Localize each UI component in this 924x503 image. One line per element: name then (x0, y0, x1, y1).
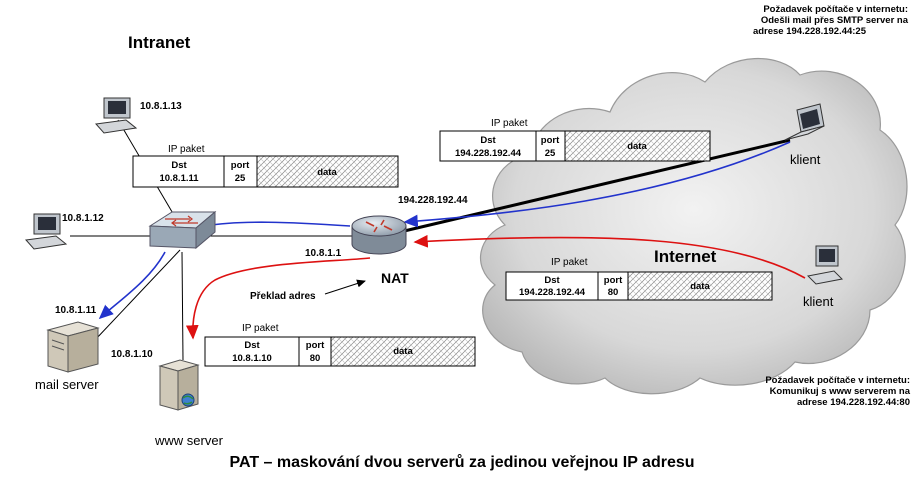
pc-icon-13 (95, 97, 138, 134)
nat-router-icon (351, 215, 407, 255)
packet-data-label: data (393, 346, 413, 357)
packet-outer-mail: IP paket Dst 194.228.192.44 port 25 data (439, 118, 711, 162)
client-desktop-label: klient (803, 294, 834, 309)
packet-port-value: 80 (310, 353, 321, 364)
mail-flow-arrow-in (403, 141, 791, 228)
packet-caption: IP paket (551, 257, 588, 268)
packet-outer-www: IP paket Dst 194.228.192.44 port 80 data (505, 257, 773, 301)
packet-data-label: data (690, 281, 710, 292)
packet-caption: IP paket (491, 118, 528, 129)
packet-dst-header: Dst (244, 340, 260, 351)
www-server-ip: 10.8.1.10 (111, 349, 153, 360)
packet-data-label: data (627, 141, 647, 152)
packet-port-header: port (231, 160, 250, 171)
packet-port-value: 80 (608, 287, 619, 298)
packet-port-header: port (604, 275, 623, 286)
internet-label: Internet (654, 247, 717, 266)
svg-text:Požadavek počítače v internetu: Požadavek počítače v internetu: (765, 375, 910, 386)
packet-inner-www: IP paket Dst 10.8.1.10 port 80 data (204, 323, 476, 367)
svg-text:adrese 194.228.192.44:25: adrese 194.228.192.44:25 (753, 26, 867, 37)
pc-12-ip: 10.8.1.12 (62, 213, 104, 224)
mail-server-ip: 10.8.1.11 (55, 305, 97, 316)
www-request-note: Požadavek počítače v internetu: Komuniku… (765, 375, 910, 408)
nat-label: NAT (381, 270, 409, 286)
packet-dst-value: 10.8.1.10 (232, 353, 272, 364)
translation-label: Překlad adres (250, 291, 316, 302)
packet-port-value: 25 (235, 173, 246, 184)
smtp-request-note: Požadavek počítače v internetu: Odešli m… (753, 4, 909, 37)
laptop-client-icon (784, 103, 825, 141)
packet-data-label: data (317, 167, 337, 178)
internet-cloud (479, 57, 908, 395)
mail-flow-arrow-switch (204, 221, 351, 227)
pc-icon-12 (25, 213, 68, 250)
svg-text:Komunikuj s www serverem na: Komunikuj s www serverem na (770, 386, 911, 397)
packet-dst-header: Dst (544, 275, 560, 286)
translation-pointer (324, 279, 366, 295)
packet-caption: IP paket (242, 323, 279, 334)
packet-dst-header: Dst (480, 135, 496, 146)
www-flow-arrow-out (185, 257, 371, 340)
www-server-name: www server (154, 433, 224, 448)
mail-flow-arrow-out (98, 251, 166, 320)
svg-text:Odešli mail přes SMTP server n: Odešli mail přes SMTP server na (761, 15, 909, 26)
packet-port-header: port (306, 340, 325, 351)
www-server-icon (158, 359, 200, 411)
mail-server-icon (46, 321, 100, 373)
packet-port-header: port (541, 135, 560, 146)
intranet-label: Intranet (128, 33, 191, 52)
diagram-title: PAT – maskování dvou serverů za jedinou … (229, 454, 694, 471)
nat-private-ip: 10.8.1.1 (305, 248, 342, 259)
nat-public-ip: 194.228.192.44 (398, 195, 468, 206)
desktop-client-icon (806, 245, 844, 285)
mail-server-name: mail server (35, 377, 99, 392)
packet-caption: IP paket (168, 144, 205, 155)
switch-icon (148, 210, 217, 250)
packet-dst-value: 194.228.192.44 (455, 148, 522, 159)
svg-text:adrese 194.228.192.44:80: adrese 194.228.192.44:80 (797, 397, 910, 408)
packet-dst-value: 10.8.1.11 (159, 173, 199, 184)
packet-port-value: 25 (545, 148, 556, 159)
packet-dst-value: 194.228.192.44 (519, 287, 586, 298)
packet-inner-mail: IP paket Dst 10.8.1.11 port 25 data (132, 144, 399, 188)
client-laptop-label: klient (790, 152, 821, 167)
svg-text:Požadavek počítače v internetu: Požadavek počítače v internetu: (763, 4, 908, 15)
pc-13-ip: 10.8.1.13 (140, 101, 182, 112)
www-flow-arrow-in (413, 234, 806, 279)
packet-dst-header: Dst (171, 160, 187, 171)
